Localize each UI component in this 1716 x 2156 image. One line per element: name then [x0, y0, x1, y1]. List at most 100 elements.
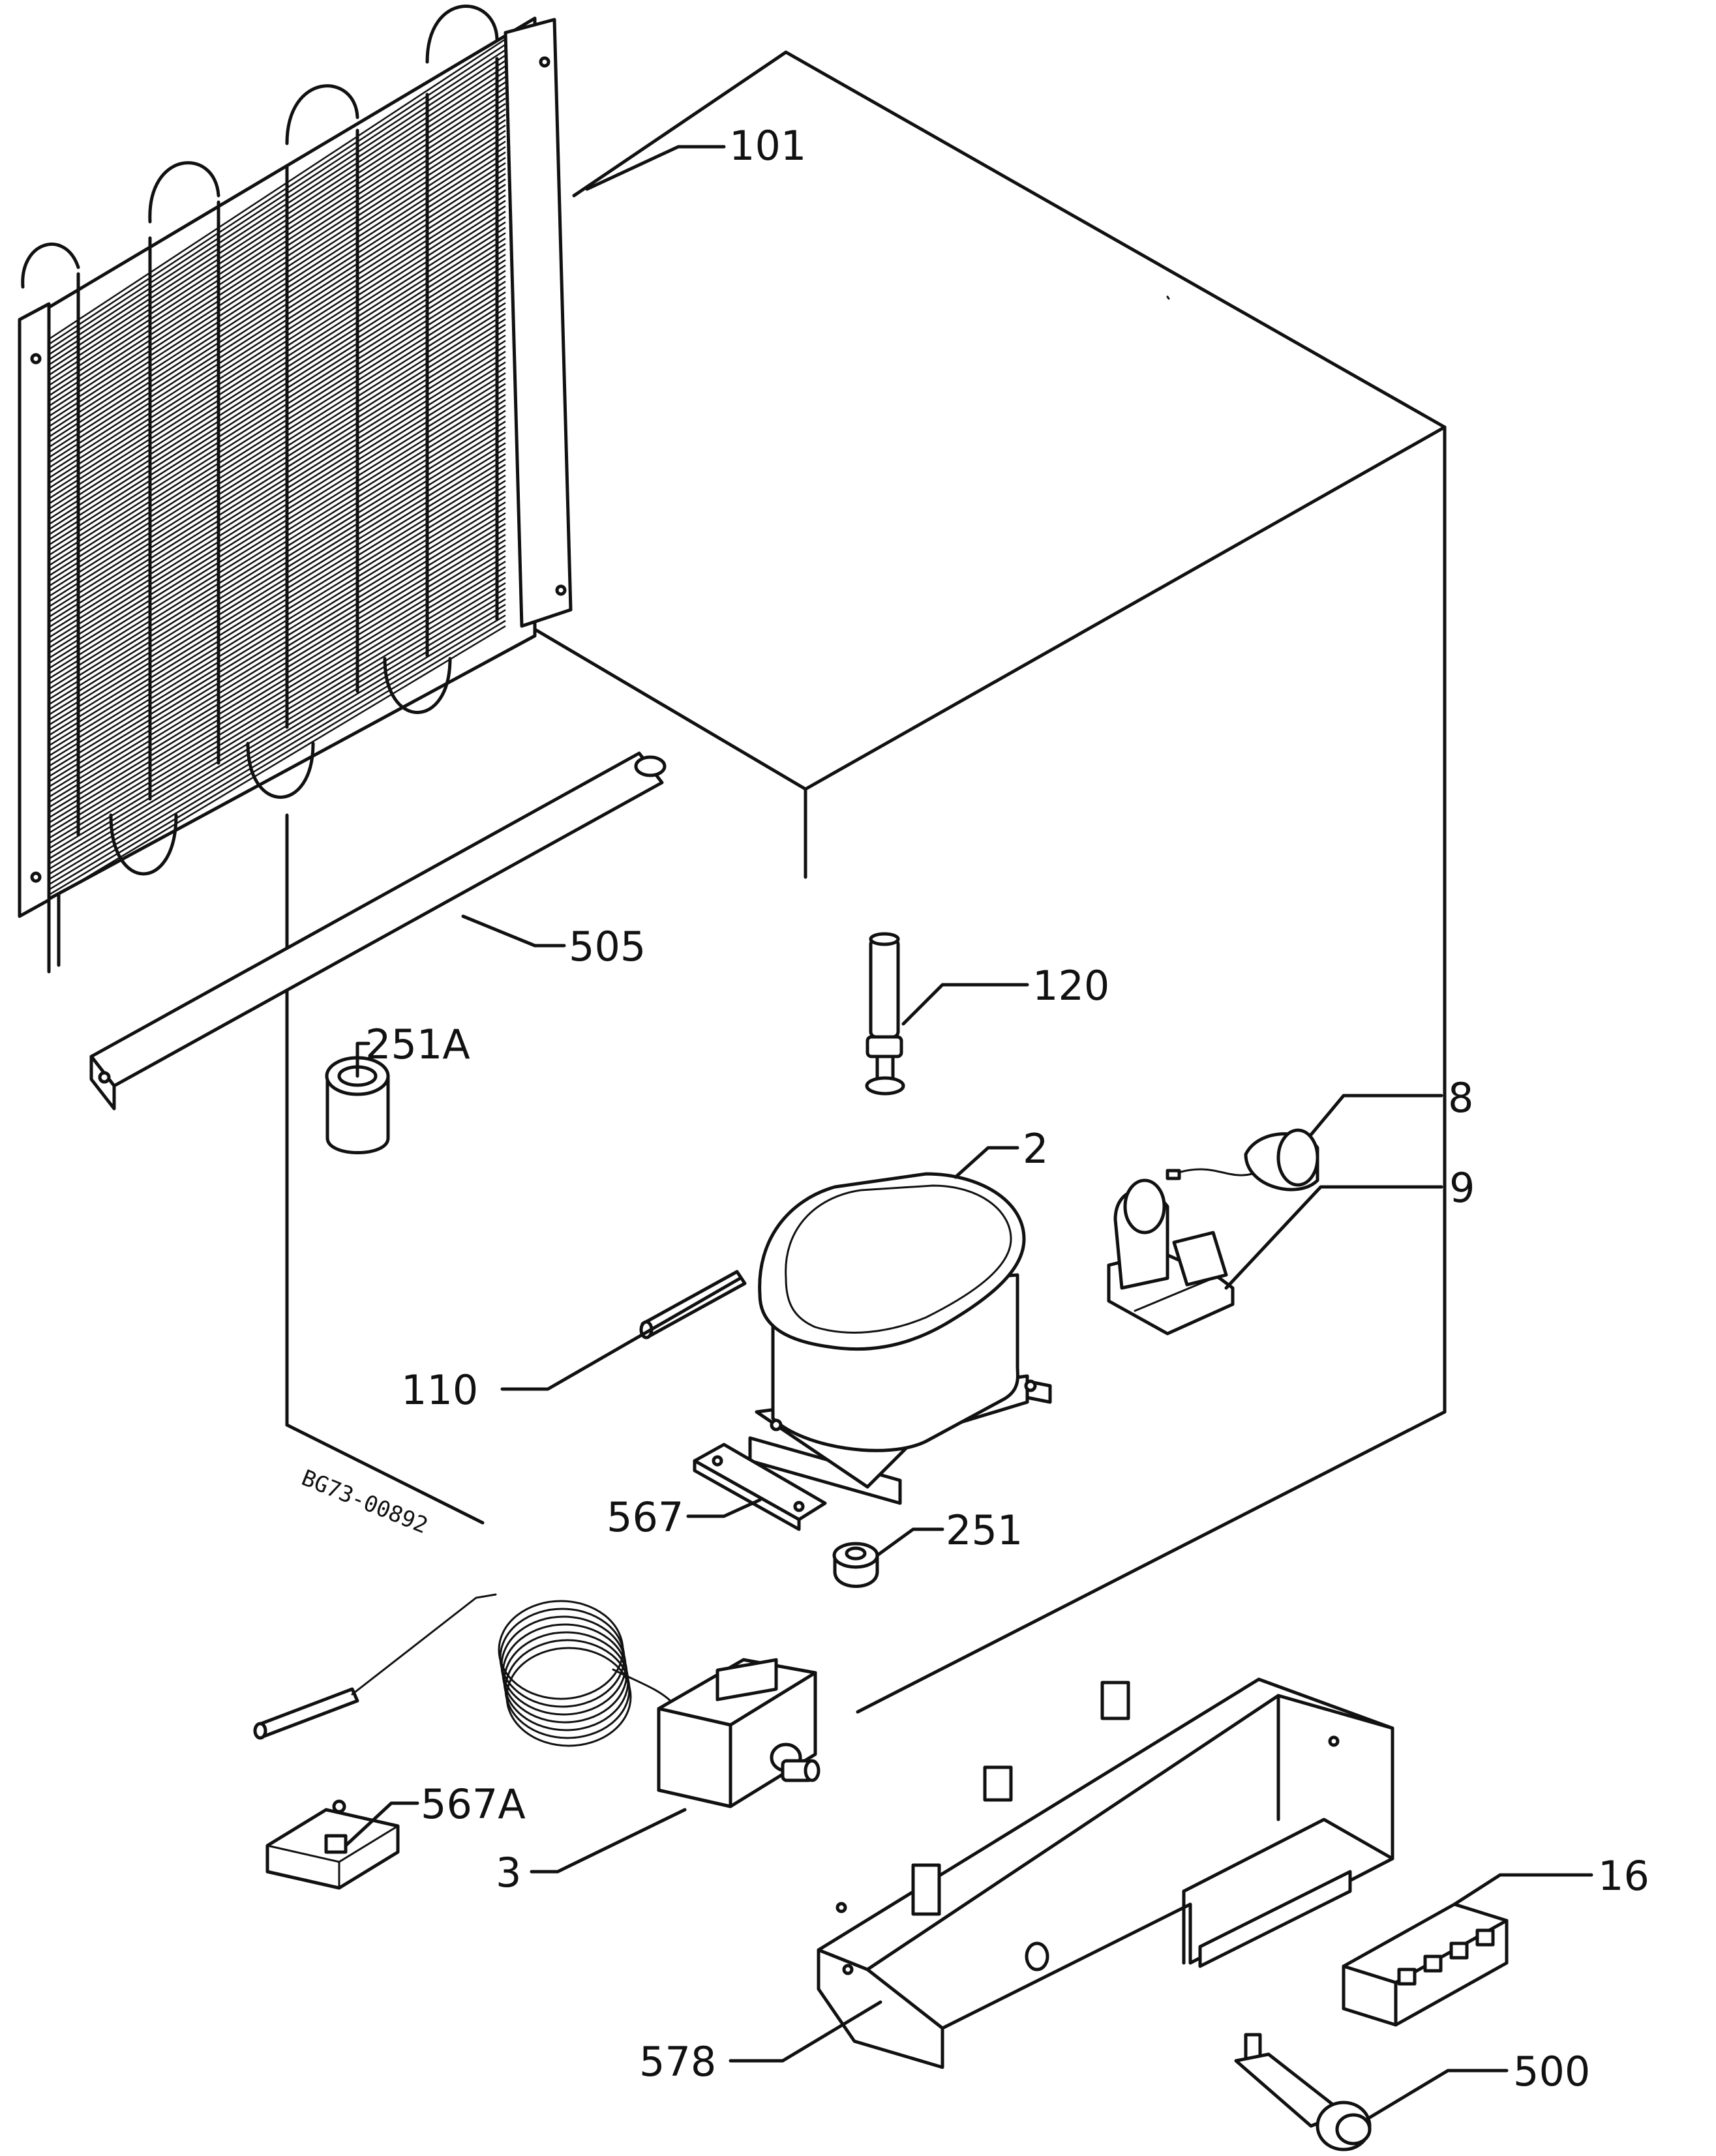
condenser-fin — [48, 625, 506, 901]
condenser-fin — [48, 130, 506, 428]
condenser-fin — [48, 415, 506, 700]
condenser-fin — [48, 103, 506, 402]
condenser-fin — [48, 237, 506, 530]
condenser-fin — [48, 70, 506, 371]
condenser-fin — [48, 151, 506, 448]
label-9: 9 — [1449, 1164, 1475, 1212]
condenser-fin — [48, 464, 506, 747]
condenser-fin — [48, 378, 506, 665]
compressor — [748, 1172, 1052, 1505]
switch-panel-16 — [1342, 1902, 1509, 2027]
condenser-fin — [48, 211, 506, 505]
condenser-fin — [48, 292, 506, 582]
condenser-fin — [48, 614, 506, 891]
condenser-fin — [48, 168, 506, 464]
condenser-fin — [48, 367, 506, 654]
condenser-fin — [48, 135, 506, 433]
condenser-fin — [48, 436, 506, 721]
condenser-fin — [48, 205, 506, 500]
condenser-fin — [48, 200, 506, 494]
condenser-fin — [48, 490, 506, 772]
drawing-code: BG73-00892 — [298, 1465, 432, 1539]
label-16: 16 — [1598, 1852, 1649, 1900]
condenser-fin — [48, 479, 506, 762]
condenser-fin — [48, 76, 506, 376]
condenser-fin — [48, 226, 506, 520]
condenser-fin — [48, 426, 506, 711]
condenser-fin — [48, 307, 506, 597]
condenser-fin — [48, 194, 506, 489]
condenser-fin — [48, 44, 506, 345]
condenser-fin — [48, 254, 506, 546]
condenser-fin — [48, 399, 506, 685]
condenser-fin — [48, 248, 506, 541]
condenser-fin — [48, 539, 506, 818]
thermostat-3 — [253, 1593, 820, 1808]
condenser-fin — [48, 361, 506, 649]
label-110: 110 — [401, 1366, 478, 1414]
condenser-fin — [48, 609, 506, 886]
condenser-fin — [48, 512, 506, 793]
condenser-fin — [48, 442, 506, 726]
valve-120 — [865, 932, 905, 1096]
capillary-coil-turn — [502, 1623, 628, 1724]
condenser-fin — [48, 582, 506, 860]
condenser-fin — [48, 183, 506, 479]
condenser-fin — [48, 221, 506, 515]
condenser-fin — [48, 313, 506, 603]
condenser-fin — [48, 620, 506, 896]
label-3: 3 — [496, 1849, 521, 1896]
condenser-fin — [48, 550, 506, 829]
condenser-fin — [48, 275, 506, 567]
grommet-251 — [832, 1542, 879, 1588]
condenser-fin — [48, 404, 506, 690]
condenser-fin — [48, 431, 506, 716]
condenser-fin — [48, 162, 506, 458]
label-251: 251 — [946, 1506, 1023, 1554]
label-505: 505 — [569, 923, 646, 970]
condenser-fin — [48, 393, 506, 680]
condenser-fin — [48, 232, 506, 526]
condenser-fin — [48, 140, 506, 438]
label-251a: 251A — [365, 1021, 470, 1068]
condenser-fin — [48, 82, 506, 382]
condenser-fin — [48, 264, 506, 556]
condenser-fin — [48, 469, 506, 752]
condenser-fin — [48, 576, 506, 855]
condenser-fin — [48, 65, 506, 366]
condenser-fin — [48, 173, 506, 469]
condenser-fin — [48, 523, 506, 803]
condenser-fin — [48, 108, 506, 407]
condenser-fin — [48, 119, 506, 417]
condenser-fin — [48, 49, 506, 350]
condenser-fin — [48, 507, 506, 788]
condenser-fin — [48, 447, 506, 731]
condenser-fin — [48, 356, 506, 644]
label-500: 500 — [1513, 2048, 1590, 2095]
label-120: 120 — [1032, 962, 1109, 1010]
condenser-fin — [48, 189, 506, 484]
condenser-fin — [48, 286, 506, 576]
condenser-fin — [48, 388, 506, 674]
condenser-fin — [48, 302, 506, 592]
condenser-fin — [48, 125, 506, 423]
leader-lines — [344, 145, 1593, 2121]
condenser-fin — [48, 146, 506, 443]
overload-relay-8 — [1166, 1128, 1319, 1191]
condenser-fin — [48, 113, 506, 412]
condenser-fin — [48, 421, 506, 706]
rail-bar — [89, 751, 667, 1111]
condenser-fin — [48, 350, 506, 638]
condenser-fin — [48, 297, 506, 587]
lamp-holder-500 — [1234, 2033, 1372, 2151]
condenser-fin — [48, 545, 506, 824]
base-tray-578 — [817, 1677, 1394, 2069]
condenser-fin — [48, 329, 506, 618]
condenser-fin — [48, 560, 506, 839]
condenser-fin — [48, 59, 506, 361]
condenser-fin — [48, 372, 506, 659]
condenser-fin — [48, 588, 506, 865]
condenser-fin — [48, 345, 506, 633]
condenser-fin — [48, 54, 506, 355]
